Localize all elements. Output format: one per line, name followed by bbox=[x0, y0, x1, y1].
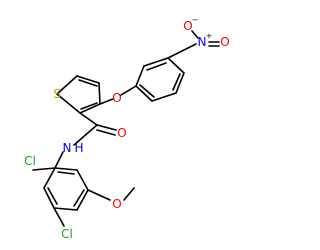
aryl-bond bbox=[73, 189, 85, 207]
amide-hydrogen-label: H bbox=[74, 141, 83, 155]
thiophene-bond bbox=[56, 93, 81, 114]
ether-bond bbox=[120, 85, 137, 96]
chlorine-top-label: Cl bbox=[24, 154, 36, 168]
aryl-bond bbox=[76, 189, 89, 211]
nitro-oxygen-charge: − bbox=[192, 16, 199, 25]
amide-bond bbox=[96, 129, 116, 136]
thiophene-bond bbox=[76, 75, 100, 84]
chlorine-bottom-label: Cl bbox=[61, 227, 73, 241]
phenyl-bond bbox=[143, 57, 169, 67]
atom-label-layer: S O N + O − O O N H Cl Cl O bbox=[24, 16, 230, 242]
thiophene-bond bbox=[79, 103, 101, 114]
phenyl-bond bbox=[135, 85, 153, 102]
amide-nitrogen-label: N bbox=[63, 141, 72, 155]
nitro-oxygen-right-label: O bbox=[220, 35, 229, 49]
thiophene-bond bbox=[98, 82, 101, 105]
bond-layer bbox=[32, 30, 220, 227]
thiophene-bond bbox=[80, 102, 98, 110]
phenyl-bond bbox=[175, 72, 185, 94]
amide-bond bbox=[73, 124, 98, 146]
aryl-bond bbox=[47, 187, 58, 205]
nitro-nitrogen-label: N bbox=[198, 35, 207, 49]
amide-bond bbox=[54, 151, 64, 169]
amide-oxygen-label: O bbox=[117, 126, 126, 140]
aryl-bond bbox=[54, 167, 78, 171]
phenyl-bond bbox=[139, 84, 155, 98]
thiophene-bond bbox=[56, 75, 78, 95]
phenyl-bond bbox=[135, 65, 145, 87]
aryl-bond bbox=[53, 207, 78, 211]
molecule-structure: S O N + O − O O N H Cl Cl O bbox=[24, 16, 230, 242]
phenyl-bond bbox=[146, 62, 167, 71]
nitro-bond bbox=[167, 43, 197, 59]
thiophene-sulfur-label: S bbox=[53, 87, 61, 101]
thiophene-bond bbox=[78, 79, 98, 87]
aryl-bond bbox=[43, 187, 55, 209]
methoxy-bond bbox=[87, 189, 111, 201]
phenyl-bond bbox=[151, 92, 177, 102]
methoxy-oxygen-label: O bbox=[112, 197, 121, 211]
nitro-nitrogen-charge: + bbox=[206, 32, 213, 41]
nitro-oxygen-left-label: O bbox=[183, 19, 192, 33]
ether-bond bbox=[99, 98, 114, 105]
nitro-bond bbox=[191, 30, 199, 39]
phenyl-bond bbox=[167, 57, 185, 74]
amide-bond bbox=[79, 112, 98, 126]
amide-bond bbox=[96, 124, 117, 131]
aryl-bond bbox=[57, 171, 75, 175]
aryl-bond bbox=[76, 169, 89, 191]
aryl-bond bbox=[32, 167, 56, 171]
chloro-bond bbox=[53, 207, 65, 227]
phenyl-bond bbox=[172, 73, 181, 91]
aryl-bond bbox=[43, 167, 56, 189]
ether-oxygen-label: O bbox=[112, 91, 121, 105]
methoxy-bond bbox=[123, 187, 135, 201]
